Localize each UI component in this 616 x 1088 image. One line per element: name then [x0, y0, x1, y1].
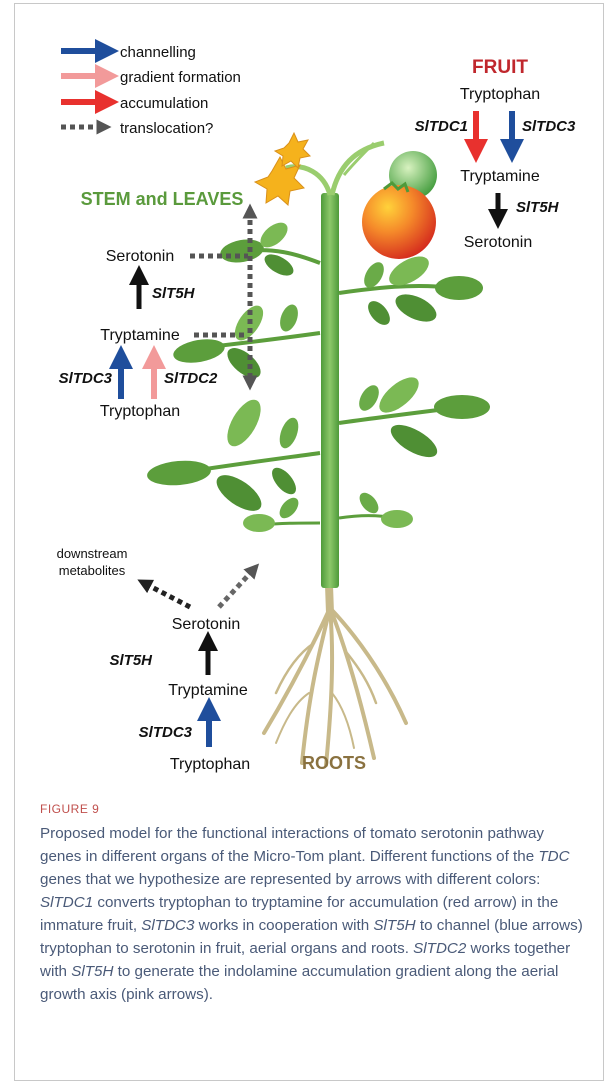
roots-tryptophan: Tryptophan [170, 756, 250, 773]
stem-tryptamine: Tryptamine [100, 327, 180, 344]
roots-downstream-line1: downstream [57, 546, 128, 561]
fruit-tdc1-label: SlTDC1 [415, 118, 468, 135]
figure-illustration: channelling gradient formation accumulat… [14, 3, 604, 793]
stem-tryptophan: Tryptophan [100, 403, 180, 420]
tomato-plant [146, 133, 490, 765]
fruit-tryptophan: Tryptophan [460, 86, 540, 103]
fruit-pathway: FRUIT Tryptophan SlTDC1 SlTDC3 Tryptamin… [415, 57, 576, 251]
legend-channelling-label: channelling [120, 44, 196, 61]
legend: channelling gradient formation accumulat… [61, 44, 241, 137]
fruit-tdc3-label: SlTDC3 [522, 118, 576, 135]
fruit-t5h-label: SlT5H [516, 199, 560, 216]
caption-text-1: Proposed model for the functional intera… [40, 825, 544, 865]
roots-downstream-line2: metabolites [59, 563, 126, 578]
caption-gene-tdc2: SlTDC2 [413, 940, 466, 957]
caption-text-7: to generate the indolamine accumulation … [40, 963, 558, 1003]
stem-pathway: STEM and LEAVES Serotonin SlT5H Tryptami… [59, 189, 250, 420]
roots-downstream-arrow-left [144, 583, 190, 607]
roots-tdc3-label: SlTDC3 [139, 724, 193, 741]
fruit-tryptamine: Tryptamine [460, 168, 540, 185]
figure-caption: Proposed model for the functional intera… [40, 822, 586, 1006]
stem-tdc3-label: SlTDC3 [59, 370, 113, 387]
stem-tdc2-label: SlTDC2 [164, 370, 218, 387]
roots-t5h-label: SlT5H [109, 652, 153, 669]
ripe-fruit [362, 185, 436, 259]
stem-t5h-label: SlT5H [152, 285, 196, 302]
figure-label: FIGURE 9 [40, 802, 99, 816]
roots-tryptamine: Tryptamine [168, 682, 248, 699]
legend-gradient-label: gradient formation [120, 69, 241, 86]
caption-text-2: genes that we hypothesize are represente… [40, 871, 540, 888]
caption-gene-tdc1: SlTDC1 [40, 894, 93, 911]
legend-accumulation-label: accumulation [120, 95, 208, 112]
stem-serotonin: Serotonin [106, 248, 175, 265]
roots-downstream-arrow-right [219, 569, 254, 607]
roots-serotonin: Serotonin [172, 616, 241, 633]
main-stem [321, 193, 339, 588]
caption-text-4: works in cooperation with [194, 917, 373, 934]
caption-gene-tdc: TDC [538, 848, 569, 865]
caption-gene-t5h-2: SlT5H [71, 963, 113, 980]
fruit-title: FRUIT [472, 57, 528, 78]
roots-illustration [264, 585, 406, 765]
fruit-serotonin: Serotonin [464, 234, 533, 251]
caption-gene-t5h: SlT5H [373, 917, 415, 934]
stem-leaves-title: STEM and LEAVES [81, 189, 244, 209]
legend-translocation-label: translocation? [120, 120, 213, 137]
roots-title: ROOTS [302, 753, 366, 773]
caption-gene-tdc3: SlTDC3 [141, 917, 194, 934]
